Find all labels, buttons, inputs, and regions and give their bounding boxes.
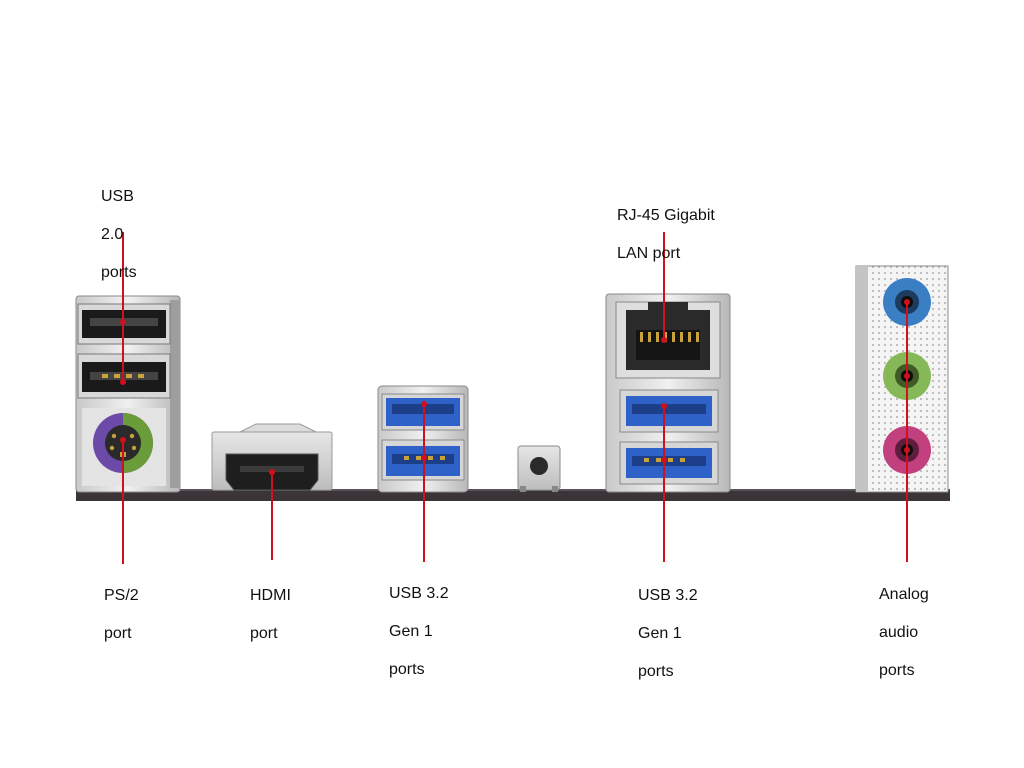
usb-a-port-blue-icon — [619, 389, 719, 433]
rj45-usb32-right-stack — [605, 293, 731, 493]
push-button-icon — [517, 445, 561, 492]
audio-jack-stack — [855, 265, 949, 493]
usb20-ps2-stack — [75, 295, 181, 493]
label-usb32-right-ports: USB 3.2 Gen 1 ports — [638, 587, 698, 680]
label-analog-audio-ports: Analog audio ports — [879, 586, 929, 679]
label-usb20-ports: USB 2.0 ports — [101, 188, 137, 281]
label-usb32-left-ports: USB 3.2 Gen 1 ports — [389, 585, 449, 678]
label-rj45-lan-port: RJ-45 Gigabit LAN port — [617, 207, 715, 262]
usb-a-port-blue-icon — [619, 441, 719, 485]
label-hdmi-port: HDMI port — [250, 587, 291, 642]
baseboard — [76, 489, 950, 501]
label-ps2-port: PS/2 port — [104, 587, 139, 642]
rj45-port-icon — [615, 301, 721, 379]
leader-lines — [120, 232, 910, 564]
